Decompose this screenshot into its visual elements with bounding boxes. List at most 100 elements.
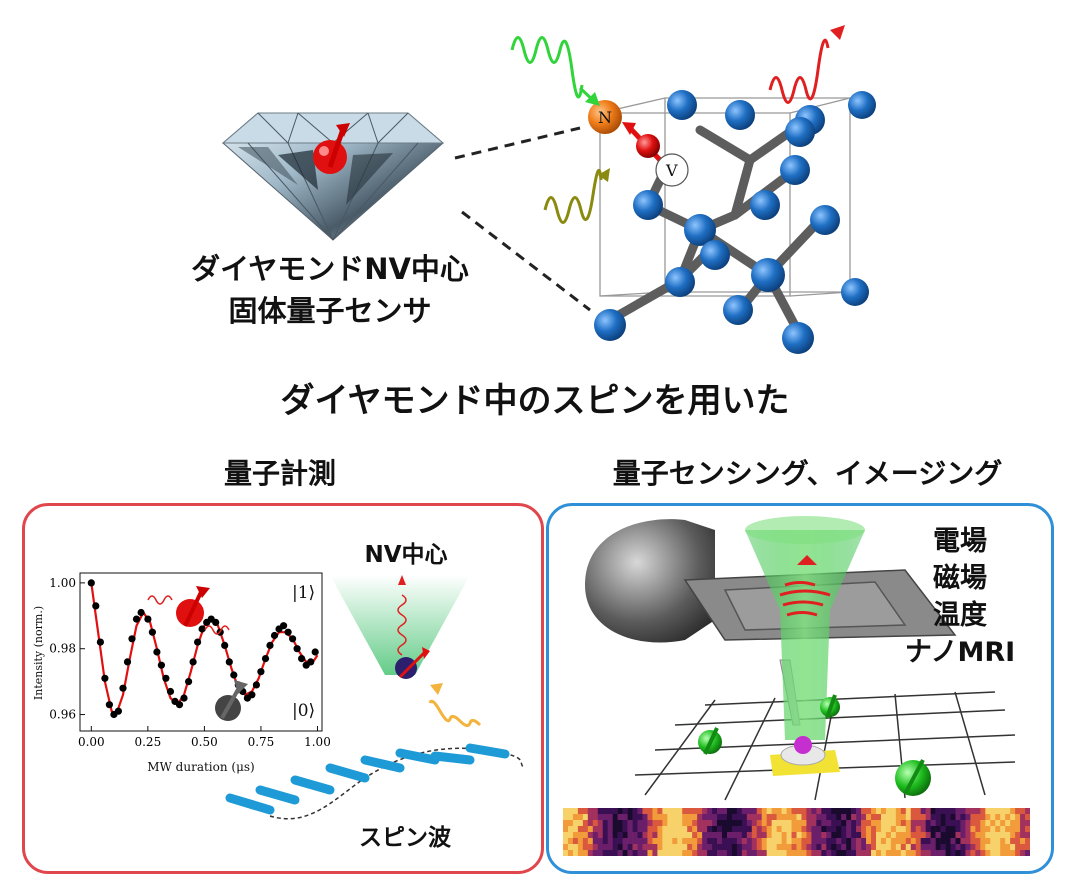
imaging-pixel [692,838,698,845]
imaging-pixel [642,832,648,839]
imaging-pixel [622,844,628,851]
imaging-pixel [861,814,867,821]
imaging-pixel [781,838,787,845]
imaging-pixel [731,832,738,839]
imaging-pixel [682,820,688,827]
imaging-pixel [895,820,902,827]
imaging-pixel [667,808,673,815]
imaging-pixel [995,808,1001,815]
imaging-pixel [990,844,996,851]
imaging-pixel [577,826,584,833]
sensing-setup-illustration [585,516,1016,801]
imaging-pixel [637,808,643,815]
imaging-pixel [657,808,663,815]
data-point [162,674,170,682]
imaging-pixel [985,826,991,833]
imaging-pixel [801,844,807,851]
imaging-pixel [766,814,772,821]
imaging-pixel [721,838,728,845]
imaging-pixel [756,844,763,851]
imaging-pixel [617,832,623,839]
imaging-pixel [920,838,926,845]
imaging-pixel [856,820,862,827]
imaging-pixel [955,844,961,851]
imaging-pixel [955,850,961,856]
imaging-pixel [826,844,832,851]
imaging-pixel [672,844,678,851]
imaging-pixel [756,808,763,815]
imaging-pixel [617,838,623,845]
imaging-pixel [592,850,599,856]
imaging-pixel [990,826,996,833]
imaging-pixel [900,826,907,833]
imaging-pixel [707,814,713,821]
imaging-pixel [885,826,892,833]
imaging-pixel [920,820,926,827]
imaging-pixel [801,850,807,856]
imaging-pixel [597,850,604,856]
imaging-pixel [781,844,787,851]
imaging-pixel [746,844,753,851]
imaging-pixel [910,832,917,839]
imaging-pixel [806,808,812,815]
imaging-pixel [955,820,961,827]
imaging-pixel [846,826,852,833]
imaging-pixel [801,826,807,833]
imaging-pixel [672,832,678,839]
imaging-pixel [667,850,673,856]
imaging-pixel [761,820,767,827]
sensing-applications: 電場 磁場 温度 ナノMRI [895,523,1025,671]
imaging-pixel [821,808,827,815]
imaging-pixel [637,850,643,856]
imaging-pixel [592,844,599,851]
imaging-pixel [637,820,643,827]
imaging-pixel [746,832,753,839]
imaging-pixel [796,832,802,839]
imaging-pixel [572,838,579,845]
x-axis-label: MW duration (μs) [147,760,254,774]
imaging-pixel [811,808,817,815]
spin-wave-envelope [269,747,526,820]
imaging-pixel [627,838,633,845]
imaging-pixel [726,814,733,821]
imaging-pixel [682,850,688,856]
imaging-pixel [751,850,758,856]
imaging-pixel [756,850,763,856]
imaging-pixel [667,826,673,833]
data-point [119,684,127,692]
imaging-pixel [741,850,748,856]
imaging-pixel [950,838,956,845]
imaging-pixel [985,838,991,845]
imaging-pixel [607,826,613,833]
imaging-pixel [617,826,623,833]
imaging-pixel [632,808,638,815]
imaging-pixel [1025,838,1030,845]
imaging-pixel [582,850,589,856]
imaging-pixel [652,814,658,821]
imaging-pixel [726,838,733,845]
x-tick-label: 0.00 [78,735,105,749]
imaging-pixel [801,814,807,821]
imaging-pixel [826,808,832,815]
imaging-pixel [736,832,743,839]
imaging-pixel [975,820,981,827]
imaging-pixel [1005,844,1011,851]
imaging-pixel [642,820,648,827]
imaging-pixel [612,850,618,856]
imaging-pixel [796,838,802,845]
data-point [148,628,156,636]
data-point [87,579,95,587]
imaging-pixel [652,820,658,827]
imaging-pixel [572,850,579,856]
imaging-pixel [995,844,1001,851]
imaging-pixel [741,814,748,821]
imaging-pixel [806,814,812,821]
imaging-pixel [885,850,892,856]
imaging-pixel [582,838,589,845]
imaging-pixel [930,826,936,833]
imaging-pixel [980,820,986,827]
imaging-pixel [950,850,956,856]
imaging-pixel [895,832,902,839]
imaging-pixel [960,826,966,833]
imaging-pixel [806,838,812,845]
